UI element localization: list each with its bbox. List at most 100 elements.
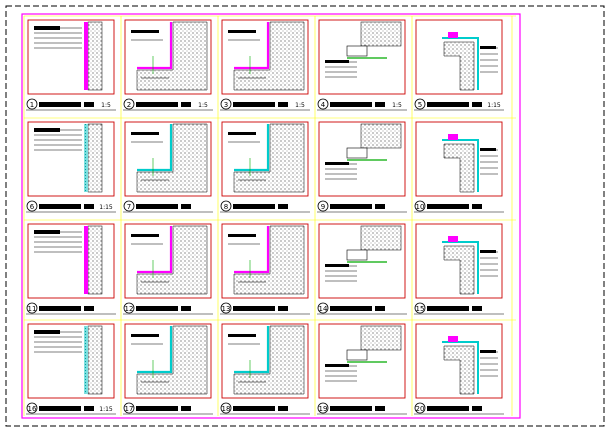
caption-scale-label	[181, 406, 191, 411]
insulation-layer	[234, 22, 270, 70]
insulation-layer	[84, 226, 88, 294]
detail-number-circle	[317, 98, 329, 110]
detail-number-circle	[414, 302, 426, 314]
caption-title-block	[330, 102, 372, 107]
caption-title-block	[330, 306, 372, 311]
caption-title-block	[330, 204, 372, 209]
caption-scale-label	[472, 306, 482, 311]
label-block	[228, 132, 256, 135]
coping-mark	[448, 336, 458, 342]
detail-number: 6	[30, 203, 35, 211]
scale-value: 1:5	[101, 102, 111, 109]
insulation-layer	[234, 124, 270, 172]
detail-number-circle	[317, 402, 329, 414]
caption-title-block	[233, 204, 275, 209]
corner-section	[136, 225, 208, 295]
detail-number: 7	[127, 203, 131, 211]
detail-number-circle	[220, 302, 232, 314]
caption-title-block	[136, 102, 178, 107]
detail-frame	[415, 19, 503, 95]
caption-title-block	[427, 406, 469, 411]
caption-scale-label	[375, 204, 385, 209]
coping-mark	[448, 134, 458, 140]
detail-number: 17	[125, 405, 134, 413]
detail-number-circle	[220, 200, 232, 212]
corner-section	[136, 123, 208, 193]
detail-frame	[415, 323, 503, 399]
caption-title-block	[427, 306, 469, 311]
detail-number: 1	[30, 101, 34, 109]
label-block	[325, 364, 349, 367]
detail-number-circle	[317, 302, 329, 314]
wall-section	[87, 123, 103, 193]
coping-mark	[448, 32, 458, 38]
label-block	[34, 128, 60, 132]
detail-number-circle	[220, 98, 232, 110]
label-block	[325, 162, 349, 165]
caption-title-block	[39, 306, 81, 311]
caption-scale-label	[278, 306, 288, 311]
corner-section	[233, 325, 305, 395]
scale-value: 1:5	[295, 102, 305, 109]
label-block	[228, 234, 256, 237]
caption-scale-label	[375, 306, 385, 311]
caption-scale-label	[375, 406, 385, 411]
window-frame	[346, 249, 368, 261]
label-block	[131, 334, 159, 337]
caption-title-block	[330, 406, 372, 411]
caption-scale-label	[278, 204, 288, 209]
insulation-layer	[84, 326, 88, 394]
caption-scale-label	[84, 406, 94, 411]
label-block	[34, 26, 60, 30]
detail-number: 16	[28, 405, 37, 413]
detail-number: 10	[416, 203, 425, 211]
detail-number: 3	[224, 101, 228, 109]
label-block	[480, 350, 496, 353]
label-block	[228, 334, 256, 337]
caption-scale-label	[84, 306, 94, 311]
caption-scale-label	[181, 204, 191, 209]
label-block	[325, 60, 349, 63]
caption-scale-label	[472, 102, 482, 107]
corner-section	[233, 225, 305, 295]
label-block	[325, 264, 349, 267]
corner-section	[233, 21, 305, 91]
lintel-section	[360, 325, 402, 351]
caption-title-block	[427, 204, 469, 209]
parapet-section	[443, 345, 475, 395]
label-block	[131, 132, 159, 135]
parapet-section	[443, 143, 475, 193]
caption-scale-label	[472, 406, 482, 411]
wall-section	[87, 225, 103, 295]
detail-number: 12	[125, 305, 134, 313]
detail-number: 8	[224, 203, 228, 211]
label-block	[480, 46, 496, 49]
detail-number-circle	[26, 200, 38, 212]
scale-value: 1:15	[487, 102, 501, 109]
label-block	[480, 250, 496, 253]
scale-value: 1:15	[99, 204, 113, 211]
window-frame	[346, 45, 368, 57]
caption-scale-label	[84, 204, 94, 209]
insulation-layer	[137, 22, 173, 70]
label-block	[34, 330, 60, 334]
caption-title-block	[136, 406, 178, 411]
insulation-layer	[137, 124, 173, 172]
detail-number: 11	[28, 305, 37, 313]
parapet-section	[443, 245, 475, 295]
coping-mark	[448, 236, 458, 242]
detail-number: 20	[416, 405, 425, 413]
window-frame	[346, 147, 368, 159]
detail-number-circle	[414, 200, 426, 212]
caption-title-block	[233, 102, 275, 107]
caption-title-block	[136, 306, 178, 311]
caption-scale-label	[181, 102, 191, 107]
caption-title-block	[427, 102, 469, 107]
wall-section	[87, 325, 103, 395]
caption-title-block	[233, 406, 275, 411]
detail-number: 14	[319, 305, 328, 313]
wall-section	[87, 21, 103, 91]
title-border	[21, 13, 521, 419]
label-block	[228, 30, 256, 33]
